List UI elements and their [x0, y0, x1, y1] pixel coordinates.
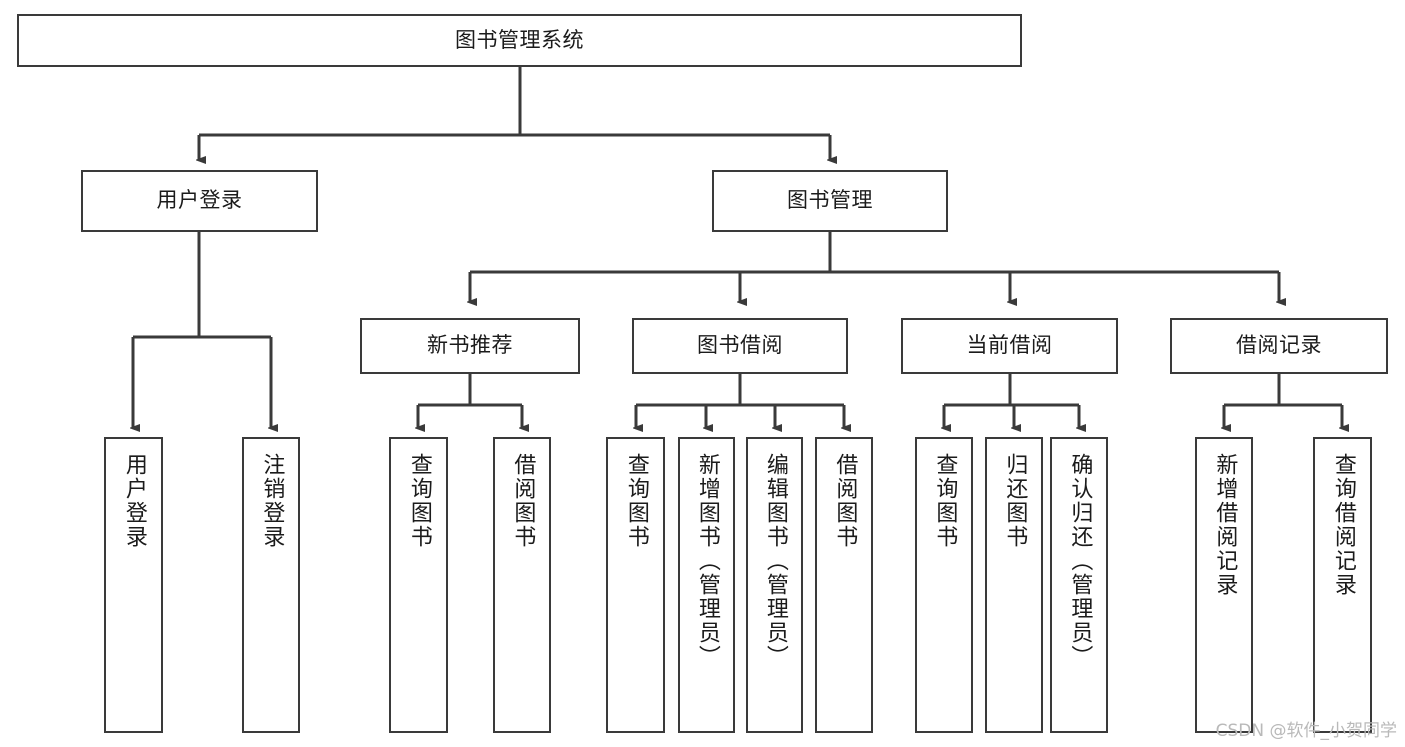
- node-user-login-label: 用户登录: [156, 188, 243, 213]
- leaf-user-login-signout-label: 注销登录: [259, 453, 285, 549]
- leaf-user-login-signin[interactable]: 用户登录: [104, 437, 163, 733]
- leaf-new-book-query[interactable]: 查询图书: [389, 437, 448, 733]
- leaf-borrow-record-query-label: 查询借阅记录: [1330, 453, 1356, 597]
- node-new-book-recommend[interactable]: 新书推荐: [360, 318, 580, 374]
- leaf-borrow-record-query[interactable]: 查询借阅记录: [1313, 437, 1372, 733]
- leaf-new-book-borrow-label: 借阅图书: [510, 453, 536, 549]
- node-root[interactable]: 图书管理系统: [17, 14, 1022, 67]
- leaf-book-borrow-edit[interactable]: 编辑图书（管理员）: [746, 437, 803, 733]
- leaf-borrow-record-add-label: 新增借阅记录: [1212, 453, 1238, 597]
- node-book-borrow[interactable]: 图书借阅: [632, 318, 848, 374]
- leaf-borrow-record-add[interactable]: 新增借阅记录: [1195, 437, 1253, 733]
- leaf-user-login-signin-label: 用户登录: [121, 453, 147, 549]
- node-current-borrow[interactable]: 当前借阅: [901, 318, 1118, 374]
- node-current-borrow-label: 当前借阅: [966, 333, 1053, 358]
- node-user-login[interactable]: 用户登录: [81, 170, 318, 232]
- leaf-current-borrow-confirm[interactable]: 确认归还（管理员）: [1050, 437, 1108, 733]
- node-book-management[interactable]: 图书管理: [712, 170, 948, 232]
- node-borrow-record[interactable]: 借阅记录: [1170, 318, 1388, 374]
- leaf-book-borrow-add-label: 新增图书（管理员）: [694, 453, 720, 669]
- leaf-current-borrow-query-label: 查询图书: [932, 453, 958, 549]
- leaf-book-borrow-edit-label: 编辑图书（管理员）: [762, 453, 788, 669]
- leaf-book-borrow-query[interactable]: 查询图书: [606, 437, 665, 733]
- leaf-user-login-signout[interactable]: 注销登录: [242, 437, 300, 733]
- leaf-new-book-borrow[interactable]: 借阅图书: [493, 437, 551, 733]
- watermark: CSDN @软件_小贺同学: [1215, 721, 1397, 741]
- leaf-book-borrow-lend[interactable]: 借阅图书: [815, 437, 873, 733]
- node-new-book-recommend-label: 新书推荐: [427, 333, 513, 358]
- node-root-label: 图书管理系统: [455, 27, 584, 52]
- leaf-book-borrow-query-label: 查询图书: [623, 453, 649, 549]
- leaf-current-borrow-return-label: 归还图书: [1002, 453, 1028, 549]
- node-book-borrow-label: 图书借阅: [697, 333, 783, 358]
- leaf-current-borrow-confirm-label: 确认归还（管理员）: [1067, 453, 1093, 669]
- leaf-current-borrow-query[interactable]: 查询图书: [915, 437, 973, 733]
- leaf-book-borrow-add[interactable]: 新增图书（管理员）: [678, 437, 735, 733]
- leaf-current-borrow-return[interactable]: 归还图书: [985, 437, 1043, 733]
- leaf-new-book-query-label: 查询图书: [406, 453, 432, 549]
- node-borrow-record-label: 借阅记录: [1236, 333, 1322, 358]
- node-book-management-label: 图书管理: [787, 188, 873, 213]
- leaf-book-borrow-lend-label: 借阅图书: [832, 453, 858, 549]
